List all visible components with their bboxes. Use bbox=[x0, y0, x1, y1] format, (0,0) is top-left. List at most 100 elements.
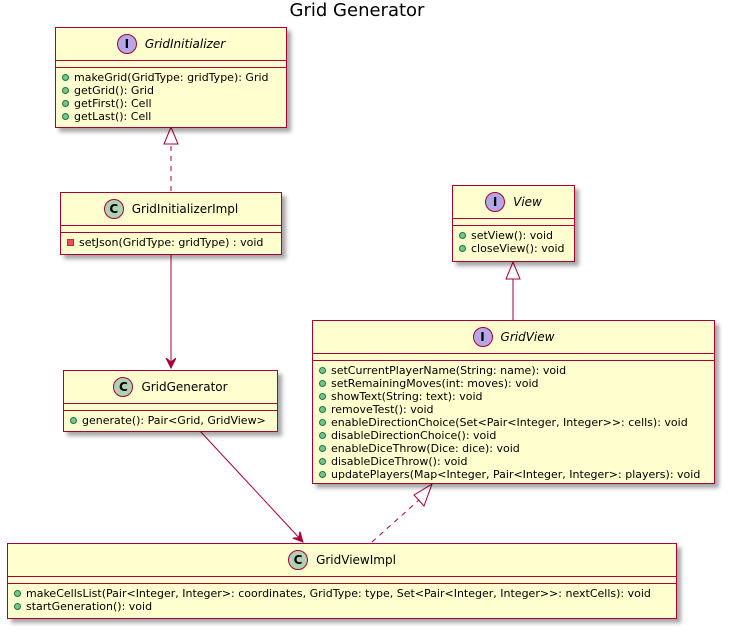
public-method-icon bbox=[319, 471, 326, 478]
public-method-icon bbox=[319, 458, 326, 465]
gridviewimpl-name: GridViewImpl bbox=[316, 553, 396, 567]
class-gridinitializerimpl[interactable]: C GridInitializerImpl setJson(GridType: … bbox=[60, 192, 282, 255]
generalization-arrowhead bbox=[505, 260, 521, 280]
method-row: enableDiceThrow(Dice: dice): void bbox=[319, 442, 714, 455]
method-row: makeCellsList(Pair<Integer, Integer>: co… bbox=[14, 587, 676, 600]
gridinitializer-methods: makeGrid(GridType: gridType): Grid getGr… bbox=[56, 68, 286, 123]
gridview-name: GridView bbox=[500, 330, 555, 344]
method-row: setCurrentPlayerName(String: name): void bbox=[319, 364, 714, 377]
gridgenerator-methods: generate(): Pair<Grid, GridView> bbox=[64, 411, 277, 427]
public-method-icon bbox=[459, 245, 466, 252]
method-row: updatePlayers(Map<Integer, Pair<Integer,… bbox=[319, 468, 714, 481]
public-method-icon bbox=[319, 445, 326, 452]
method-row: closeView(): void bbox=[459, 242, 574, 255]
private-method-icon bbox=[67, 239, 74, 246]
interface-badge-icon: I bbox=[485, 192, 506, 212]
method-row: disableDirectionChoice(): void bbox=[319, 429, 714, 442]
method-signature: generate(): Pair<Grid, GridView> bbox=[82, 414, 266, 427]
method-signature: setCurrentPlayerName(String: name): void bbox=[331, 364, 567, 377]
gridviewimpl-header: C GridViewImpl bbox=[8, 544, 676, 577]
method-row: setView(): void bbox=[459, 229, 574, 242]
gridgenerator-header: C GridGenerator bbox=[64, 371, 277, 404]
fields-divider bbox=[8, 577, 676, 584]
method-signature: getGrid(): Grid bbox=[74, 84, 155, 97]
public-method-icon bbox=[319, 393, 326, 400]
public-method-icon bbox=[62, 100, 69, 107]
method-signature: makeGrid(GridType: gridType): Grid bbox=[74, 71, 269, 84]
view-name: View bbox=[513, 195, 542, 209]
method-row: getLast(): Cell bbox=[62, 110, 286, 123]
gridinitializer-header: I GridInitializer bbox=[56, 28, 286, 61]
interface-gridinitializer[interactable]: I GridInitializer makeGrid(GridType: gri… bbox=[55, 27, 287, 128]
method-row: getGrid(): Grid bbox=[62, 84, 286, 97]
gridinitializerimpl-name: GridInitializerImpl bbox=[131, 202, 239, 216]
method-signature: enableDirectionChoice(Set<Pair<Integer, … bbox=[331, 416, 688, 429]
method-signature: showText(String: text): void bbox=[331, 390, 483, 403]
method-signature: startGeneration(): void bbox=[26, 600, 153, 613]
method-row: getFirst(): Cell bbox=[62, 97, 286, 110]
view-methods: setView(): void closeView(): void bbox=[453, 226, 574, 255]
method-signature: removeTest(): void bbox=[331, 403, 434, 416]
fields-divider bbox=[56, 61, 286, 68]
method-signature: closeView(): void bbox=[471, 242, 565, 255]
public-method-icon bbox=[319, 380, 326, 387]
relation-realization-gridviewimpl-gridview bbox=[371, 499, 420, 543]
public-method-icon bbox=[14, 603, 21, 610]
class-gridviewimpl[interactable]: C GridViewImpl makeCellsList(Pair<Intege… bbox=[7, 543, 677, 619]
realization-arrowhead bbox=[413, 482, 433, 507]
diagram-title: Grid Generator bbox=[289, 0, 425, 21]
public-method-icon bbox=[62, 87, 69, 94]
view-header: I View bbox=[453, 186, 574, 219]
gridinitializerimpl-header: C GridInitializerImpl bbox=[61, 193, 281, 226]
realization-arrowhead bbox=[163, 125, 179, 145]
method-signature: setView(): void bbox=[471, 229, 553, 242]
gridgenerator-name: GridGenerator bbox=[141, 380, 228, 394]
public-method-icon bbox=[62, 113, 69, 120]
method-row: makeGrid(GridType: gridType): Grid bbox=[62, 71, 286, 84]
method-row: disableDiceThrow(): void bbox=[319, 455, 714, 468]
fields-divider bbox=[64, 404, 277, 411]
interface-view[interactable]: I View setView(): void closeView(): void bbox=[452, 185, 575, 262]
method-signature: getFirst(): Cell bbox=[74, 97, 152, 110]
interface-gridview[interactable]: I GridView setCurrentPlayerName(String: … bbox=[312, 320, 715, 484]
fields-divider bbox=[313, 354, 714, 361]
gridinitializer-name: GridInitializer bbox=[144, 37, 226, 51]
gridinitializerimpl-methods: setJson(GridType: gridType) : void bbox=[61, 233, 281, 249]
gridview-methods: setCurrentPlayerName(String: name): void… bbox=[313, 361, 714, 481]
public-method-icon bbox=[459, 232, 466, 239]
method-row: enableDirectionChoice(Set<Pair<Integer, … bbox=[319, 416, 714, 429]
method-row: setJson(GridType: gridType) : void bbox=[67, 236, 281, 249]
public-method-icon bbox=[319, 367, 326, 374]
relation-association-gridgenerator-gridviewimpl bbox=[199, 430, 303, 542]
public-method-icon bbox=[14, 590, 21, 597]
public-method-icon bbox=[62, 74, 69, 81]
class-badge-icon: C bbox=[103, 199, 124, 219]
class-badge-icon: C bbox=[113, 377, 134, 397]
public-method-icon bbox=[319, 406, 326, 413]
method-row: showText(String: text): void bbox=[319, 390, 714, 403]
gridview-header: I GridView bbox=[313, 321, 714, 354]
method-signature: disableDiceThrow(): void bbox=[331, 455, 468, 468]
gridviewimpl-methods: makeCellsList(Pair<Integer, Integer>: co… bbox=[8, 584, 676, 613]
method-signature: getLast(): Cell bbox=[74, 110, 152, 123]
class-gridgenerator[interactable]: C GridGenerator generate(): Pair<Grid, G… bbox=[63, 370, 278, 432]
interface-badge-icon: I bbox=[116, 34, 137, 54]
method-row: startGeneration(): void bbox=[14, 600, 676, 613]
method-row: setRemainingMoves(int: moves): void bbox=[319, 377, 714, 390]
fields-divider bbox=[453, 219, 574, 226]
method-signature: disableDirectionChoice(): void bbox=[331, 429, 497, 442]
method-row: removeTest(): void bbox=[319, 403, 714, 416]
public-method-icon bbox=[319, 419, 326, 426]
method-signature: makeCellsList(Pair<Integer, Integer>: co… bbox=[26, 587, 651, 600]
fields-divider bbox=[61, 226, 281, 233]
method-signature: setJson(GridType: gridType) : void bbox=[79, 236, 264, 249]
method-signature: updatePlayers(Map<Integer, Pair<Integer,… bbox=[331, 468, 701, 481]
method-signature: setRemainingMoves(int: moves): void bbox=[331, 377, 539, 390]
method-row: generate(): Pair<Grid, GridView> bbox=[70, 414, 277, 427]
class-badge-icon: C bbox=[288, 550, 309, 570]
public-method-icon bbox=[319, 432, 326, 439]
interface-badge-icon: I bbox=[472, 327, 493, 347]
method-signature: enableDiceThrow(Dice: dice): void bbox=[331, 442, 520, 455]
public-method-icon bbox=[70, 417, 77, 424]
